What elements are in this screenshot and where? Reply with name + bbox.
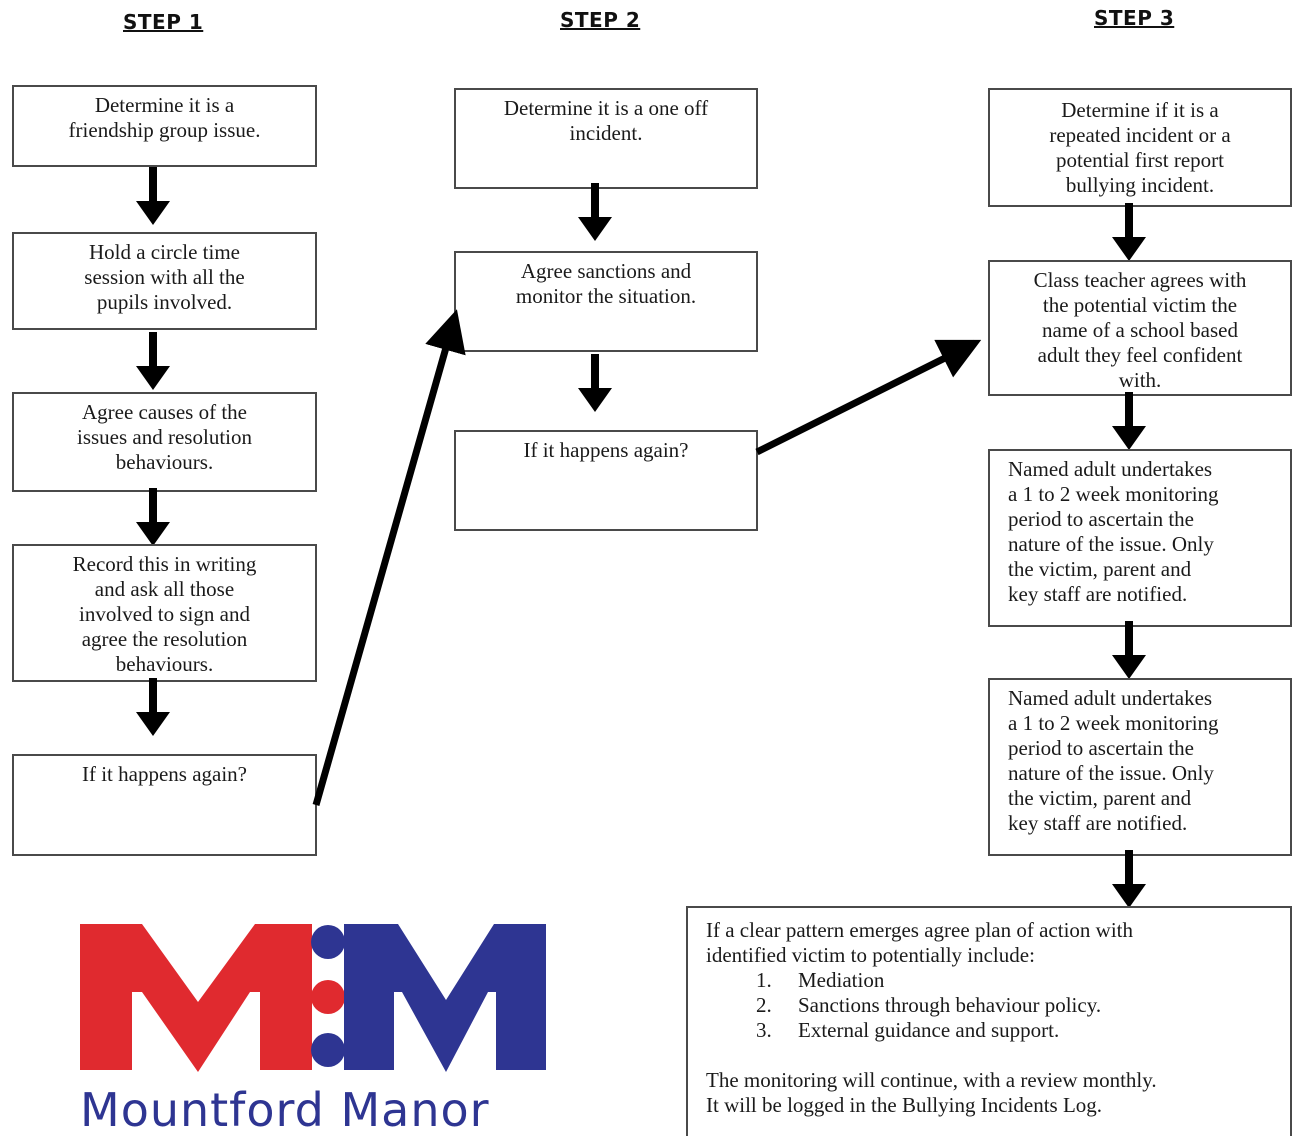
text-line: Named adult undertakes [1008,686,1213,710]
text-line: Named adult undertakes [1008,457,1213,481]
text-line: pupils involved. [96,290,233,314]
text-line: If it happens again? [81,762,248,786]
step1-box-friendship-issue: Determine it is a friendship group issue… [12,85,317,167]
item-text: Mediation [798,968,885,992]
down-arrow [1112,850,1146,910]
step-3-heading: STEP 3 [1094,6,1175,30]
logo-letter-m-blue [344,924,546,1072]
text-line: Hold a circle time [88,240,241,264]
text-line: the victim, parent and [1008,786,1192,810]
step2-box-if-happens-again: If it happens again? [454,430,758,531]
item-number: 2. [756,993,772,1017]
text-line: key staff are notified. [1008,582,1188,606]
arrow-step1-to-step2 [312,309,466,806]
text-line: session with all the [84,265,245,289]
action-item: 1. Mediation [756,968,1272,993]
item-text: External guidance and support. [798,1018,1060,1042]
text-line: with. [1118,368,1162,392]
action-list: 1. Mediation 2. Sanctions through behaviou… [706,968,1272,1043]
step3-box-monitoring-period-1: Named adult undertakes a 1 to 2 week mon… [988,449,1292,627]
item-number: 3. [756,1018,772,1042]
text-line: a 1 to 2 week monitoring [1008,482,1219,506]
step3-box-monitoring-period-2: Named adult undertakes a 1 to 2 week mon… [988,678,1292,856]
down-arrow [578,183,612,243]
step2-box-agree-sanctions: Agree sanctions and monitor the situatio… [454,251,758,352]
text-line: behaviours. [115,652,214,676]
text-line: the victim, parent and [1008,557,1192,581]
down-arrow [1112,392,1146,452]
down-arrow [1112,203,1146,263]
text-line: If it happens again? [523,438,689,462]
logo-wordmark: Mountford Manor [80,1083,490,1137]
text-line: Agree sanctions and [520,259,692,283]
text-line: monitor the situation. [515,284,697,308]
text-line: Determine it is a [94,93,235,117]
step1-box-agree-causes: Agree causes of the issues and resolutio… [12,392,317,492]
text-line: friendship group issue. [68,118,261,142]
text-line: nature of the issue. Only [1008,761,1214,785]
item-text: Sanctions through behaviour policy. [798,993,1102,1017]
step3-box-class-teacher-agrees: Class teacher agrees with the potential … [988,260,1292,396]
text-line: Determine it is a one off [503,96,709,120]
arrow-step2-to-step3 [755,339,982,456]
text-line: involved to sign and [79,602,250,626]
text-line: adult they feel confident [1037,343,1243,367]
text-line: nature of the issue. Only [1008,532,1214,556]
text-line: identified victim to potentially include… [706,943,1035,967]
text-line: and ask all those [94,577,235,601]
step-1-heading: STEP 1 [123,10,204,34]
item-number: 1. [756,968,772,992]
logo-letter-m-red [80,924,312,1072]
step1-box-circle-time: Hold a circle time session with all the … [12,232,317,330]
down-arrow [136,488,170,548]
text-line: repeated incident or a [1049,123,1231,147]
text-line: period to ascertain the [1008,507,1195,531]
text-line: period to ascertain the [1008,736,1195,760]
text-line: the potential victim the [1042,293,1238,317]
text-line: name of a school based [1042,318,1238,342]
action-item: 2. Sanctions through behaviour policy. [756,993,1272,1018]
text-line: It will be logged in the Bullying Incide… [706,1093,1103,1117]
text-line: key staff are notified. [1008,811,1188,835]
down-arrow [136,332,170,392]
text-line: a 1 to 2 week monitoring [1008,711,1219,735]
text-line: The monitoring will continue, with a rev… [706,1068,1157,1092]
down-arrow [136,167,170,227]
step1-box-if-happens-again: If it happens again? [12,754,317,856]
step1-box-record-in-writing: Record this in writing and ask all those… [12,544,317,682]
text-line: Agree causes of the [81,400,247,424]
mountford-manor-logo [80,924,546,1072]
text-line: If a clear pattern emerges agree plan of… [706,918,1133,942]
text-line: issues and resolution [77,425,252,449]
text-line: Determine if it is a [1061,98,1219,122]
text-line: incident. [569,121,643,145]
text-line: bullying incident. [1065,173,1215,197]
step2-box-one-off-incident: Determine it is a one off incident. [454,88,758,189]
text-line: Class teacher agrees with [1033,268,1247,292]
text-line: potential first report [1056,148,1224,172]
final-plan-box: If a clear pattern emerges agree plan of… [686,906,1292,1136]
logo-puzzle-pieces [311,925,345,1067]
step3-box-repeated-incident: Determine if it is a repeated incident o… [988,88,1292,207]
text-line: agree the resolution [81,627,248,651]
down-arrow [578,354,612,414]
down-arrow [1112,621,1146,681]
step-2-heading: STEP 2 [560,8,641,32]
text-line: behaviours. [115,450,214,474]
down-arrow [136,678,170,738]
text-line: Record this in writing [72,552,257,576]
action-item: 3. External guidance and support. [756,1018,1272,1043]
